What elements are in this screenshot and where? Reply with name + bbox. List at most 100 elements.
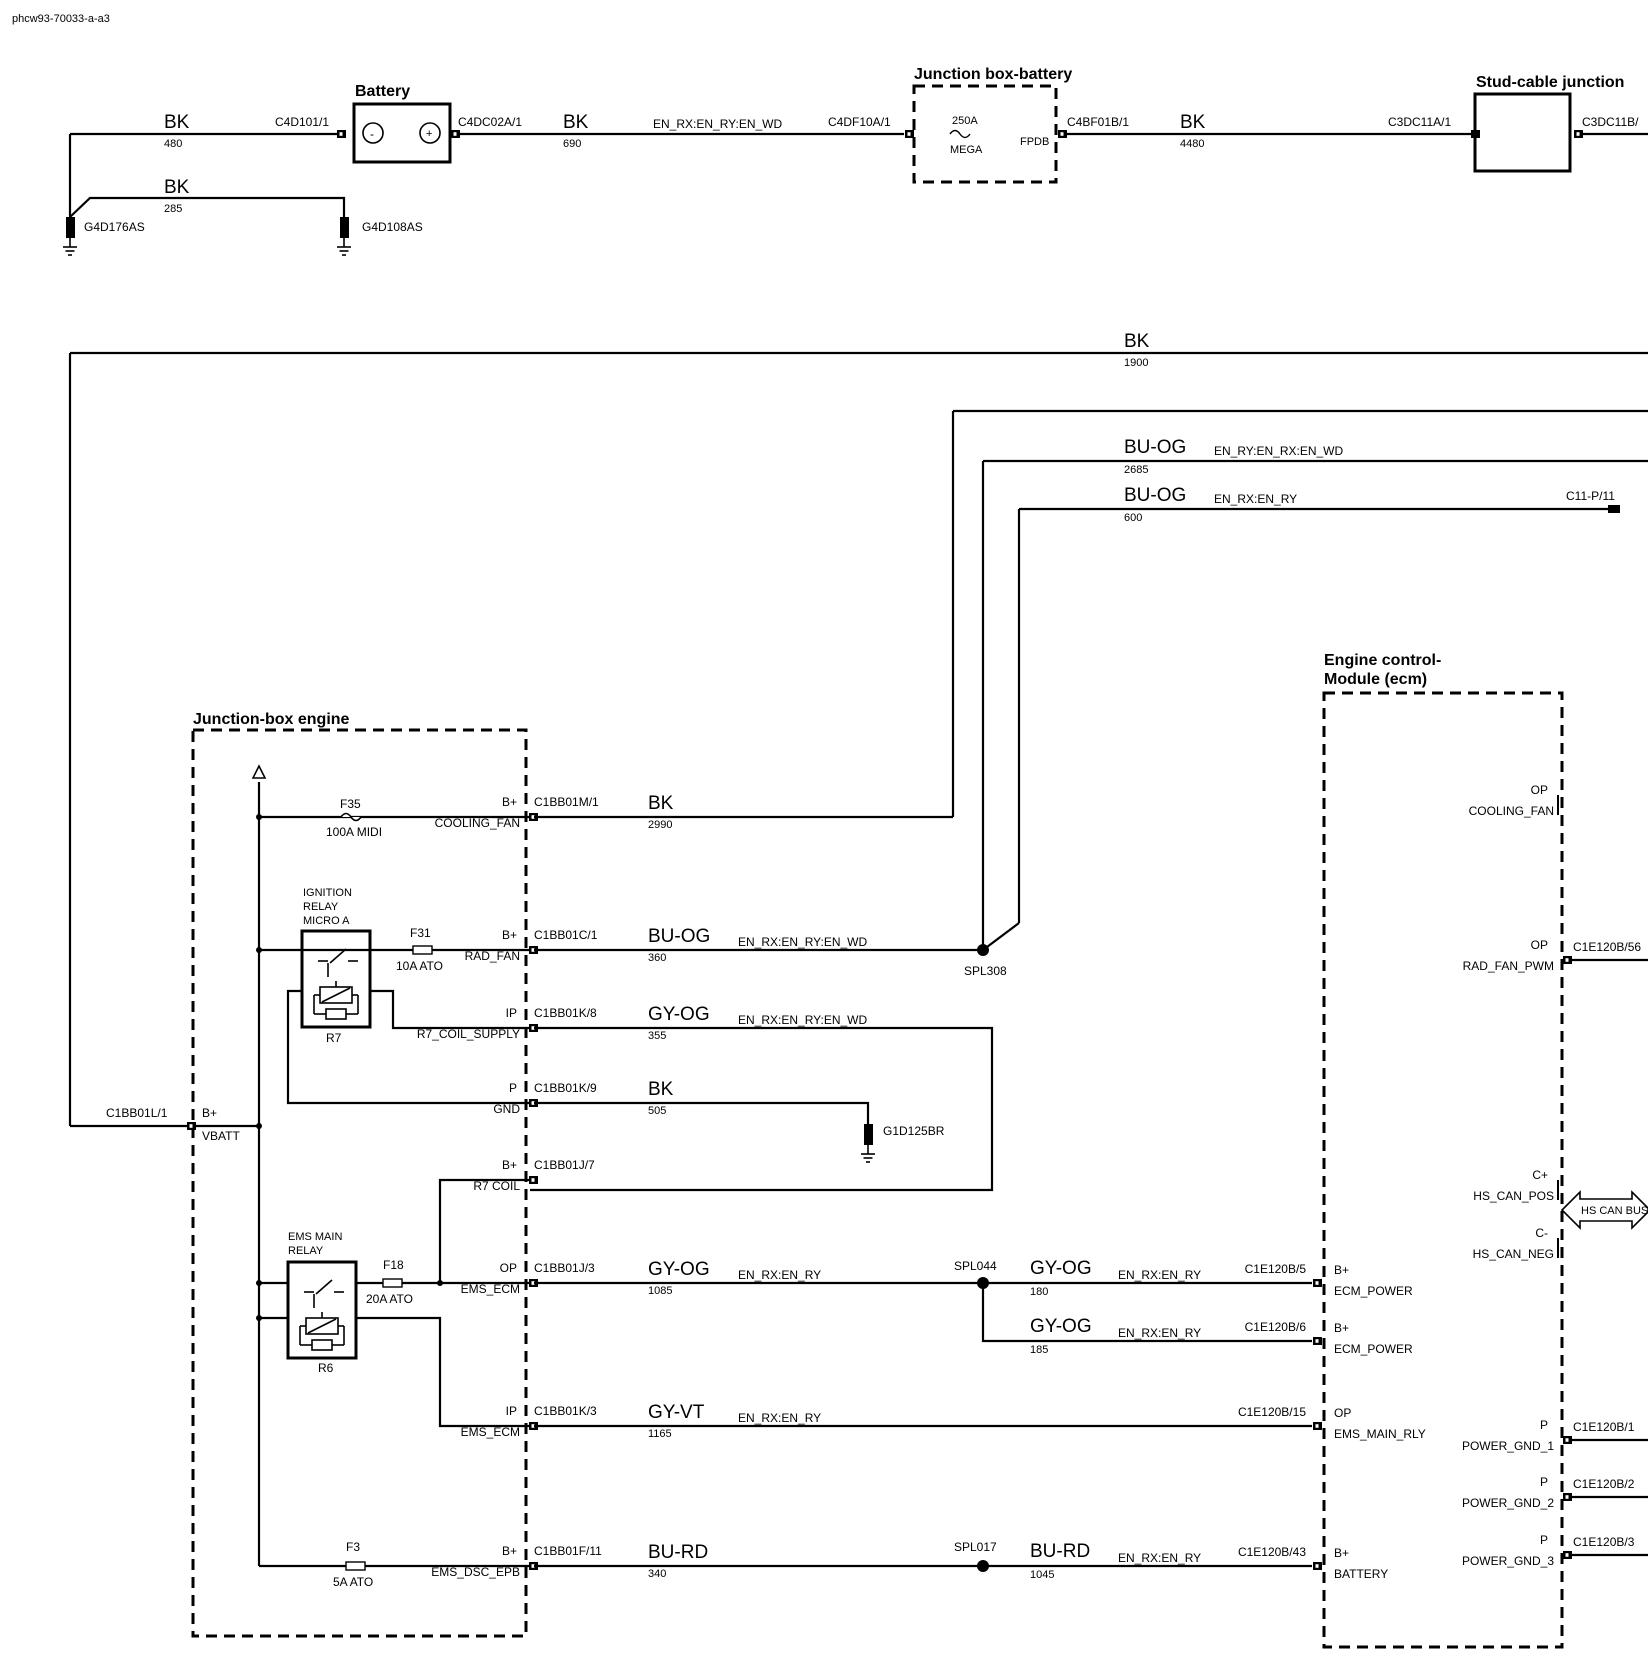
connector-c4dc02a: C4DC02A/1 — [458, 115, 522, 129]
ecm-right-pin-connector — [1563, 1551, 1572, 1559]
wire-option-label: EN_RX:EN_RY — [738, 1268, 821, 1282]
ecm-wire-number-label: 185 — [1030, 1344, 1048, 1356]
relay-ems-label-1: EMS MAIN — [288, 1231, 342, 1243]
fuse-f3-label: F3 — [346, 1540, 360, 1554]
ecm-box — [1322, 691, 1564, 1649]
wire-connector-label: C1BB01F/11 — [534, 1544, 602, 1558]
splice-spl308 — [977, 944, 989, 956]
wire-connector-label: C1BB01K/3 — [534, 1404, 597, 1418]
ecm-right-pin-type: P — [1540, 1533, 1548, 1547]
jbe-pin-name: EMS_DSC_EPB — [431, 1565, 520, 1579]
wire-color-label: BK — [648, 1079, 674, 1100]
ecm-left-pin-name: ECM_POWER — [1334, 1284, 1413, 1298]
relay-r6-label: R6 — [318, 1361, 334, 1375]
ecm-wire-number-label: 180 — [1030, 1286, 1048, 1298]
battery-negative-terminal — [362, 122, 384, 144]
wire-connector-label: C1BB01K/9 — [534, 1081, 597, 1095]
ground-label-g4d176: G4D176AS — [84, 220, 145, 234]
wire-option-label: EN_RX:EN_RY:EN_WD — [738, 935, 867, 949]
wire-color-690: BK — [563, 112, 589, 133]
ecm-wire-number-label: 1045 — [1030, 1569, 1054, 1581]
wire-connector-label: C1BB01K/8 — [534, 1006, 597, 1020]
ecm-right-pin-type: OP — [1531, 783, 1548, 797]
jbe-pin-connector — [529, 1176, 538, 1184]
fuse-f35-label: F35 — [340, 797, 361, 811]
connector-c4df10a: C4DF10A/1 — [828, 115, 891, 129]
hs-can-bus-label: HS CAN BUS — [1581, 1205, 1648, 1217]
wire-option-690: EN_RX:EN_RY:EN_WD — [653, 117, 782, 131]
ground-label-g4d108: G4D108AS — [362, 220, 423, 234]
ecm-left-pin-connector — [1313, 1562, 1322, 1570]
jbe-pin-name: R7 COIL — [473, 1179, 520, 1193]
jbe-pin-name: EMS_ECM — [461, 1425, 520, 1439]
ecm-right-pin-type: C+ — [1532, 1168, 1548, 1182]
wire-color-480: BK — [164, 112, 190, 133]
ignition-relay-r7 — [300, 929, 372, 1029]
battery-positive-terminal — [419, 122, 441, 144]
wire-number-690: 690 — [563, 138, 581, 150]
ecm-wire-connector-label: C1E120B/15 — [1238, 1405, 1306, 1419]
jbe-pin-type: P — [509, 1081, 517, 1095]
ecm-right-connector-label: C1E120B/1 — [1573, 1420, 1635, 1434]
wire-color-label: GY-OG — [648, 1004, 710, 1025]
ecm-right-pin-name: HS_CAN_NEG — [1473, 1247, 1554, 1261]
wire-number-label: 355 — [648, 1030, 666, 1042]
ecm-right-pin-connector — [1563, 1436, 1572, 1444]
connector-c4bf01b: C4BF01B/1 — [1067, 115, 1129, 129]
jbe-pin-type: IP — [506, 1006, 517, 1020]
ecm-title-line1: Engine control- — [1324, 652, 1441, 669]
wire-color-label: BU-RD — [648, 1542, 708, 1563]
connector-c11-p11: C11-P/11 — [1566, 489, 1615, 503]
fuse-f31-rating: 10A ATO — [396, 959, 443, 973]
wire-number-480: 480 — [164, 138, 182, 150]
document-id: phcw93-70033-a-a3 — [12, 13, 110, 25]
ecm-left-pin-connector — [1313, 1337, 1322, 1345]
wire-color-label: BK — [648, 793, 674, 814]
wire-color-4480: BK — [1180, 112, 1206, 133]
jbe-pin-type: B+ — [502, 1158, 517, 1172]
jb-engine-box — [191, 728, 528, 1638]
fpdb-label: FPDB — [1020, 136, 1049, 148]
ground-connector-g1d125 — [864, 1124, 873, 1145]
fuse-f3-rating: 5A ATO — [333, 1575, 373, 1589]
ecm-right-pin-connector — [1563, 1493, 1572, 1501]
wire-color-285: BK — [164, 177, 190, 198]
wire-number-label: 505 — [648, 1105, 666, 1117]
wire-number-label: 340 — [648, 1568, 666, 1580]
ecm-right-pin-type: P — [1540, 1475, 1548, 1489]
ecm-left-pin-connector — [1313, 1279, 1322, 1287]
ecm-left-pin-connector — [1313, 1422, 1322, 1430]
ground-connector-g4d176 — [66, 217, 75, 238]
ecm-right-pin-name: COOLING_FAN — [1469, 804, 1554, 818]
wire-color-2685: BU-OG — [1124, 437, 1186, 458]
ecm-right-pin-name: POWER_GND_3 — [1462, 1554, 1554, 1568]
jb-engine-title: Junction-box engine — [193, 711, 350, 728]
wire-option-label: EN_RX:EN_RY:EN_WD — [738, 1013, 867, 1027]
ground-connector-g4d108 — [340, 217, 349, 238]
jbe-pin-type: B+ — [502, 928, 517, 942]
jb-battery-title: Junction box-battery — [914, 66, 1072, 83]
wire-number-285: 285 — [164, 203, 182, 215]
battery-negative-sign: - — [370, 127, 374, 141]
wire-number-1900: 1900 — [1124, 357, 1148, 369]
wire-number-4480: 4480 — [1180, 138, 1204, 150]
fuse-250a-label: 250A — [952, 115, 978, 127]
battery-symbol — [352, 102, 452, 164]
hs-can-bus-arrow — [1560, 1190, 1648, 1230]
pin-type-vbatt: B+ — [202, 1106, 217, 1120]
ecm-right-pin-type: OP — [1531, 938, 1548, 952]
ecm-right-pin-name: RAD_FAN_PWM — [1463, 959, 1554, 973]
jbe-pin-type: OP — [500, 1261, 517, 1275]
wire-connector-label: C1BB01J/3 — [534, 1261, 595, 1275]
stud-cable-box — [1473, 92, 1572, 173]
ecm-right-pin-connector — [1563, 956, 1572, 964]
fuse-250a-symbol — [949, 129, 971, 139]
bus-wires: BK 1900 BU-OG 2685 EN_RY:EN_RX:EN_WD BU-… — [68, 331, 1648, 1126]
battery-section: G4D176AS G4D108AS BK 480 BK 285 C4D101/1… — [62, 66, 1648, 256]
splice-spl017 — [977, 1560, 989, 1572]
jbe-pin-name: RAD_FAN — [465, 949, 520, 963]
wire-option-2685: EN_RY:EN_RX:EN_WD — [1214, 444, 1343, 458]
ecm-wire-color-label: GY-OG — [1030, 1258, 1092, 1279]
